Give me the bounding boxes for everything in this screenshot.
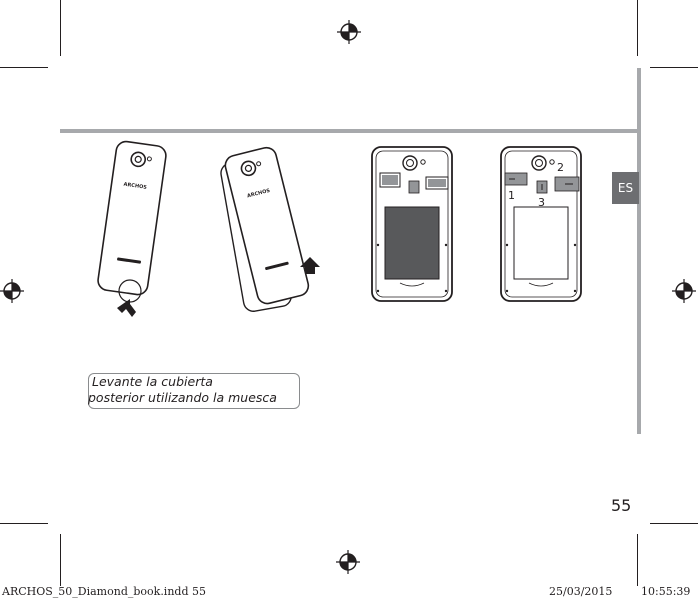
phone-open-slots-illustration: 1 2 3 (500, 146, 582, 302)
caption-line-2: posterior utilizando la muesca (88, 390, 277, 405)
caption: Levante la cubierta posterior utilizando… (88, 374, 318, 406)
registration-mark-icon (0, 279, 24, 303)
slot-label-3: 3 (538, 196, 545, 209)
crop-mark (650, 523, 698, 524)
arrow-up-icon (117, 299, 136, 317)
registration-mark-icon (336, 550, 360, 574)
phone-cover-lifting-illustration: ARCHOS (220, 146, 320, 312)
brand-label: ARCHOS (123, 182, 147, 191)
side-bar (637, 68, 641, 434)
registration-mark-icon (337, 20, 361, 44)
section-rule (60, 129, 638, 133)
crop-mark (0, 67, 48, 68)
slot-label-2: 2 (557, 161, 564, 174)
caption-box (88, 373, 300, 409)
language-tab: ES (612, 172, 639, 204)
crop-mark (0, 523, 48, 524)
crop-mark (60, 534, 61, 586)
crop-mark (650, 67, 698, 68)
brand-label: ARCHOS (246, 188, 271, 200)
footer-file-name: ARCHOS_50_Diamond_book.indd 55 (2, 585, 206, 598)
slot-label-1: 1 (508, 189, 515, 202)
crop-mark (60, 0, 61, 56)
page-number: 55 (611, 496, 632, 515)
footer-date: 25/03/2015 (549, 585, 613, 598)
phone-open-battery-illustration (371, 146, 453, 302)
crop-mark (637, 0, 638, 56)
phone-back-notch-illustration: ARCHOS (97, 140, 167, 303)
caption-line-1: Levante la cubierta (92, 374, 213, 389)
registration-mark-icon (672, 279, 696, 303)
crop-mark (637, 534, 638, 586)
footer-time: 10:55:39 (641, 585, 691, 598)
